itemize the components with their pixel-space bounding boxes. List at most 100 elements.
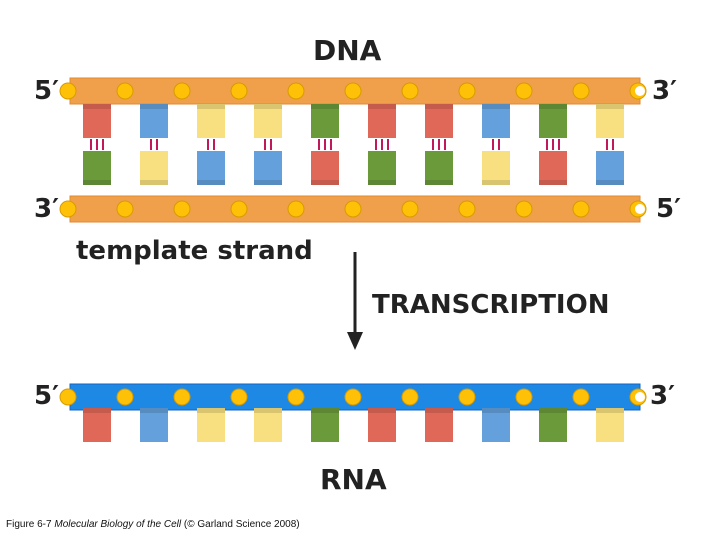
- dna-template-base-C: [539, 151, 567, 185]
- dna-top-right-end-label: 3′: [652, 76, 677, 106]
- caption-prefix: Figure 6-7: [6, 519, 55, 530]
- dna-coding-base-T: [596, 104, 624, 138]
- dna-template-base-T-shade: [482, 180, 510, 185]
- rna-base-A: [482, 408, 510, 442]
- phosphate-2: [116, 388, 134, 406]
- phosphate-7: [401, 200, 419, 218]
- phosphate-4: [230, 200, 248, 218]
- dna-coding-base-T: [197, 104, 225, 138]
- phosphate-2: [116, 82, 134, 100]
- phosphate-4: [230, 388, 248, 406]
- rna-base-C-shade: [425, 408, 453, 413]
- rna-base-A-shade: [482, 408, 510, 413]
- dna-coding-base-C: [83, 104, 111, 138]
- phosphate-8: [458, 200, 476, 218]
- caption-suffix: (© Garland Science 2008): [181, 519, 300, 530]
- dna-template-base-G-shade: [425, 180, 453, 185]
- phosphate-8: [458, 388, 476, 406]
- dna-coding-base-T-shade: [596, 104, 624, 109]
- phosphate-8: [458, 82, 476, 100]
- rna-base-G-shade: [539, 408, 567, 413]
- dna-coding-base-G-shade: [539, 104, 567, 109]
- dna-coding-base-T: [254, 104, 282, 138]
- dna-template-base-T: [482, 151, 510, 185]
- phosphate-7: [401, 82, 419, 100]
- rna-base-G: [539, 408, 567, 442]
- dna-template-base-G: [368, 151, 396, 185]
- dna-template-base-A-shade: [596, 180, 624, 185]
- phosphate-9: [515, 82, 533, 100]
- phosphate-2: [116, 200, 134, 218]
- phosphate-6: [344, 200, 362, 218]
- transcription-arrow: [347, 252, 363, 350]
- dna-template-base-A-shade: [254, 180, 282, 185]
- dna-template-base-C-shade: [311, 180, 339, 185]
- phosphate-10: [572, 388, 590, 406]
- dna-coding-base-A: [140, 104, 168, 138]
- phosphate-6: [344, 388, 362, 406]
- dna-coding-base-C-shade: [425, 104, 453, 109]
- rna-base-C-shade: [368, 408, 396, 413]
- dna-coding-backbone-end-hole: [635, 86, 645, 96]
- dna-template-base-G: [83, 151, 111, 185]
- phosphate-9: [515, 388, 533, 406]
- phosphate-7: [401, 388, 419, 406]
- phosphate-10: [572, 82, 590, 100]
- dna-coding-base-C: [368, 104, 396, 138]
- dna-coding-base-G: [311, 104, 339, 138]
- dna-bottom-right-end-label: 5′: [656, 194, 681, 224]
- dna-coding-base-G-shade: [311, 104, 339, 109]
- dna-template-base-G-shade: [83, 180, 111, 185]
- dna-template-base-G: [425, 151, 453, 185]
- rna-base-C: [83, 408, 111, 442]
- template-strand-label: template strand: [76, 236, 313, 266]
- dna-coding-base-C-shade: [83, 104, 111, 109]
- transcription-label: TRANSCRIPTION: [372, 290, 610, 320]
- phosphate-1: [59, 200, 77, 218]
- phosphate-4: [230, 82, 248, 100]
- rna-base-U-shade: [596, 408, 624, 413]
- dna-template-base-T: [140, 151, 168, 185]
- rna-base-U-shade: [197, 408, 225, 413]
- dna-template-base-A-shade: [197, 180, 225, 185]
- dna-template-base-A: [254, 151, 282, 185]
- rna-base-U: [254, 408, 282, 442]
- rna-strand: [59, 383, 647, 442]
- rna-base-C-shade: [83, 408, 111, 413]
- dna-template-base-A: [596, 151, 624, 185]
- rna-base-G-shade: [311, 408, 339, 413]
- dna-coding-base-G: [539, 104, 567, 138]
- dna-coding-base-C-shade: [368, 104, 396, 109]
- rna-base-G: [311, 408, 339, 442]
- dna-title: DNA: [313, 34, 382, 67]
- phosphate-1: [59, 388, 77, 406]
- dna-coding-strand: [59, 77, 647, 150]
- dna-coding-base-A-shade: [482, 104, 510, 109]
- dna-coding-base-A: [482, 104, 510, 138]
- rna-base-A: [140, 408, 168, 442]
- dna-bottom-left-end-label: 3′: [34, 194, 59, 224]
- phosphate-5: [287, 388, 305, 406]
- dna-coding-base-T-shade: [197, 104, 225, 109]
- dna-template-base-C-shade: [539, 180, 567, 185]
- phosphate-9: [515, 200, 533, 218]
- figure-caption: Figure 6-7 Molecular Biology of the Cell…: [6, 519, 300, 530]
- phosphate-5: [287, 200, 305, 218]
- dna-template-base-T-shade: [140, 180, 168, 185]
- caption-book-title: Molecular Biology of the Cell: [54, 519, 182, 530]
- dna-template-backbone-end-hole: [635, 204, 645, 214]
- dna-template-strand: [59, 151, 647, 223]
- rna-base-C: [368, 408, 396, 442]
- rna-backbone-end-hole: [635, 392, 645, 402]
- phosphate-10: [572, 200, 590, 218]
- rna-title: RNA: [320, 463, 387, 496]
- dna-template-base-C: [311, 151, 339, 185]
- dna-template-base-G-shade: [368, 180, 396, 185]
- dna-template-base-A: [197, 151, 225, 185]
- rna-base-U: [596, 408, 624, 442]
- dna-coding-base-C: [425, 104, 453, 138]
- rna-right-end-label: 3′: [650, 381, 675, 411]
- phosphate-3: [173, 200, 191, 218]
- phosphate-1: [59, 82, 77, 100]
- rna-base-U: [197, 408, 225, 442]
